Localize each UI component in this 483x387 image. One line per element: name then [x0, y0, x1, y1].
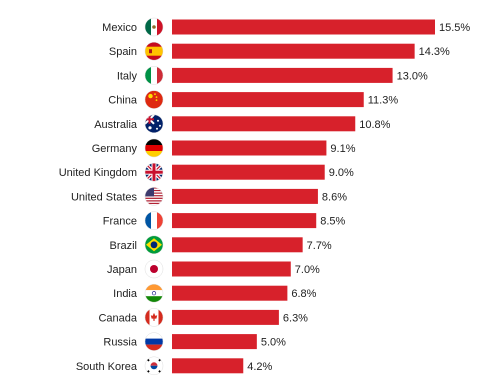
bar-row-italy: Italy 13.0%: [117, 66, 428, 85]
chart-rows: Mexico 15.5% Spain 14.3% Italy 13.0% China 11.3…: [59, 17, 470, 376]
category-label-south-korea: South Korea: [76, 361, 138, 373]
bar-row-south-korea: South Korea 4.2%: [76, 356, 273, 376]
bar-canada: [172, 309, 279, 325]
value-label-united-kingdom: 9.0%: [329, 167, 354, 179]
value-label-russia: 5.0%: [261, 337, 286, 349]
bar-brazil: [172, 237, 303, 253]
category-label-brazil: Brazil: [109, 240, 137, 252]
bar-row-russia: Russia 5.0%: [103, 332, 286, 351]
united-kingdom-flag-icon: [144, 162, 164, 182]
bar-row-spain: Spain 14.3%: [109, 41, 450, 61]
category-label-mexico: Mexico: [102, 22, 137, 34]
bar-row-mexico: Mexico 15.5%: [102, 17, 470, 37]
value-label-mexico: 15.5%: [439, 22, 470, 34]
bar-spain: [172, 43, 415, 59]
value-label-australia: 10.8%: [359, 119, 390, 131]
category-label-australia: Australia: [94, 119, 138, 131]
france-flag-icon: [144, 211, 164, 230]
australia-flag-icon: [144, 114, 164, 134]
value-label-india: 6.8%: [291, 288, 316, 300]
value-label-brazil: 7.7%: [307, 240, 332, 252]
category-label-japan: Japan: [107, 264, 137, 276]
bar-row-united-kingdom: United Kingdom 9.0%: [59, 162, 354, 182]
bar-row-germany: Germany 9.1%: [92, 138, 356, 158]
united-states-flag-icon: [144, 187, 164, 206]
category-label-russia: Russia: [103, 337, 138, 349]
value-label-united-states: 8.6%: [322, 191, 347, 203]
category-label-united-states: United States: [71, 191, 138, 203]
bar-japan: [172, 261, 291, 277]
bar-row-united-states: United States 8.6%: [71, 187, 347, 206]
value-label-south-korea: 4.2%: [247, 361, 272, 373]
value-label-china: 11.3%: [368, 95, 399, 107]
value-label-france: 8.5%: [320, 216, 345, 228]
bar-united-states: [172, 188, 318, 204]
category-label-india: India: [113, 288, 138, 300]
category-label-china: China: [108, 95, 138, 107]
value-label-italy: 13.0%: [397, 70, 428, 82]
spain-flag-icon: [144, 41, 164, 61]
bar-mexico: [172, 19, 435, 35]
value-label-canada: 6.3%: [283, 312, 308, 324]
category-label-canada: Canada: [98, 312, 137, 324]
value-label-germany: 9.1%: [330, 143, 355, 155]
bar-row-australia: Australia 10.8%: [94, 114, 391, 134]
category-label-italy: Italy: [117, 70, 138, 82]
category-label-spain: Spain: [109, 46, 137, 58]
value-label-japan: 7.0%: [295, 264, 320, 276]
bar-india: [172, 285, 288, 301]
bar-row-india: India 6.8%: [113, 283, 317, 303]
south-korea-flag-icon: [144, 356, 164, 376]
china-flag-icon: [144, 90, 164, 109]
bar-row-canada: Canada 6.3%: [98, 308, 308, 327]
russia-flag-icon: [144, 332, 164, 351]
bar-row-china: China 11.3%: [108, 90, 399, 109]
category-label-france: France: [103, 216, 137, 228]
value-label-spain: 14.3%: [419, 46, 450, 58]
japan-flag-icon: [144, 259, 164, 279]
bar-italy: [172, 67, 393, 83]
bar-united-kingdom: [172, 164, 325, 180]
bar-france: [172, 213, 317, 229]
mexico-flag-icon: [144, 17, 164, 37]
bar-china: [172, 92, 364, 108]
bar-row-france: France 8.5%: [103, 211, 346, 230]
germany-flag-icon: [144, 138, 164, 158]
category-label-germany: Germany: [92, 143, 138, 155]
india-flag-icon: [144, 283, 164, 303]
bar-russia: [172, 334, 257, 350]
bar-south-korea: [172, 358, 244, 374]
italy-flag-icon: [144, 66, 164, 85]
bar-germany: [172, 140, 327, 156]
bar-australia: [172, 116, 356, 132]
bar-row-japan: Japan 7.0%: [107, 259, 320, 279]
brazil-flag-icon: [144, 235, 164, 255]
canada-flag-icon: [144, 308, 164, 327]
category-label-united-kingdom: United Kingdom: [59, 167, 137, 179]
bar-row-brazil: Brazil 7.7%: [109, 235, 332, 255]
